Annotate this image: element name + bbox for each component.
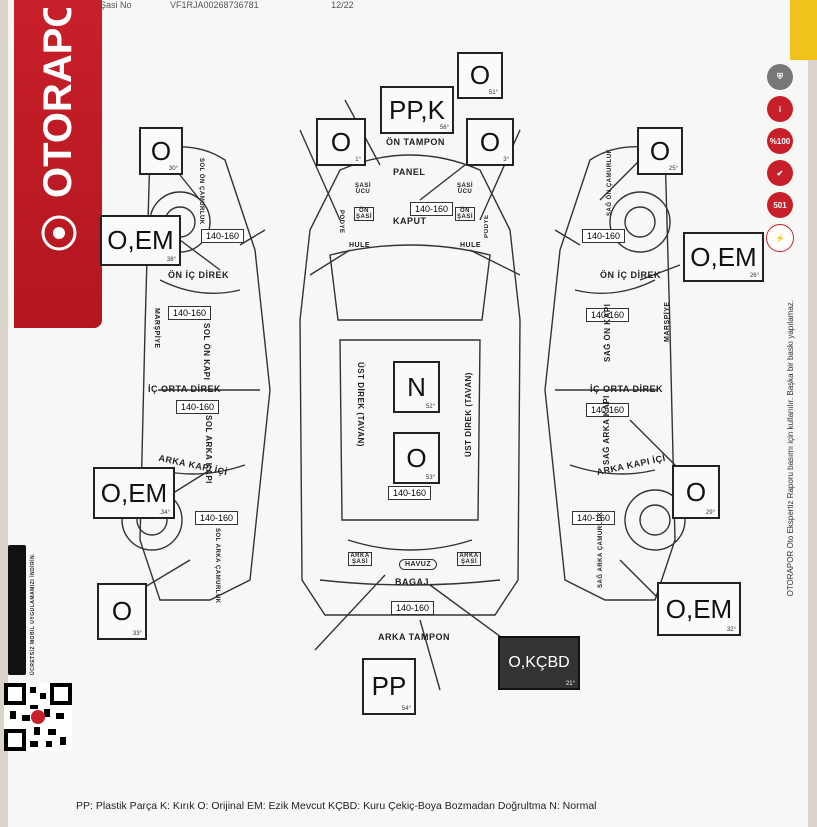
label-sol-arka-camurluk: SOL ARKA ÇAMURLUK [214, 528, 220, 604]
svg-text:OTORAPOR: OTORAPOR [36, 8, 80, 198]
thickness-range: 140-160 [391, 601, 435, 615]
thickness-range: 140-160 [176, 400, 220, 414]
label-arka-sasi-right: ARKA ŞASİ [457, 552, 481, 566]
label-bagaj: BAGAJ [395, 577, 430, 587]
info-icon: i [767, 96, 793, 122]
label-podye-right: PODYE [484, 214, 490, 238]
thickness-range: 140-160 [388, 486, 432, 500]
thickness-range: 140-160 [586, 403, 630, 417]
shield-icon: ⛨ [767, 64, 793, 90]
label-arka-sasi-left: ARKA ŞASİ [348, 552, 372, 566]
thickness-range: 140-160 [195, 511, 239, 525]
sasi-value: VF1RJA00268736781 [170, 0, 259, 10]
label-on-ic-direk-left: ÖN İÇ DİREK [168, 270, 230, 280]
thickness-range: 140-160 [168, 306, 212, 320]
label-marspiye-right: MARŞPİYE [664, 301, 671, 342]
header: Şasi No VF1RJA00268736781 12/22 [100, 0, 354, 10]
label-sag-arka-kapi: SAĞ ARKA KAPI [602, 395, 611, 465]
label-sasi-ucu-left: ŞASİ UCU [354, 183, 371, 195]
thickness-range: 140-160 [410, 202, 454, 216]
label-hule-right: HULE [460, 242, 482, 249]
top-code: 12/22 [331, 0, 354, 10]
label-on-sasi-left: ÖN ŞASİ [354, 207, 374, 221]
label-ust-direk-left: ÜST DİREK (TAVAN) [356, 362, 365, 447]
label-ic-orta-direk-right: İÇ ORTA DİREK [590, 384, 663, 394]
count-badge: 501 [767, 192, 793, 218]
label-on-ic-direk-right: ÖN İÇ DİREK [600, 270, 662, 280]
label-on-tampon: ÖN TAMPON [386, 137, 445, 147]
label-sol-arka-kapi: SOL ARKA KAPI [204, 415, 213, 484]
bolt-icon: ⚡ [766, 224, 794, 252]
label-sasi-ucu-right: ŞASİ UCU [456, 183, 473, 195]
label-ic-orta-direk-left: İÇ ORTA DİREK [148, 384, 221, 394]
label-havuz: HAVUZ [399, 559, 438, 570]
brand-band [14, 0, 102, 328]
sasi-label: Şasi No [100, 0, 132, 10]
label-arka-tampon: ARKA TAMPON [378, 632, 450, 642]
thickness-range: 140-160 [582, 229, 626, 243]
thickness-range: 140-160 [572, 511, 616, 525]
thickness-range: 140-160 [586, 308, 630, 322]
check-icon: ✔ [767, 160, 793, 186]
qr-code[interactable] [4, 683, 72, 751]
app-store-badges[interactable] [8, 545, 26, 675]
brand-logo: OTORAPOR [25, 0, 93, 308]
legend: PP: Plastik Parça K: Kırık O: Orijinal E… [76, 800, 597, 812]
yellow-corner [790, 0, 817, 60]
badge-column: ⛨ i %100 ✔ 501 ⚡ [760, 58, 800, 258]
label-kaput: KAPUT [393, 216, 427, 226]
stores-text: ÜCRETSİZ MOBİL UYGULAMAMIZI İNDİRİN. [30, 552, 36, 675]
label-podye-left: PODYE [338, 210, 344, 234]
side-notice: OTORAPOR Oto Ekspertiz Raporu basımı içi… [786, 300, 795, 597]
label-sag-arka-camurluk: SAĞ ARKA ÇAMURLUK [598, 511, 604, 588]
part-box: O,EM.34° [93, 467, 175, 519]
thickness-range: 140-160 [201, 229, 245, 243]
label-marspiye-left: MARŞPİYE [153, 308, 160, 349]
label-on-sasi-right: ÖN ŞASİ [455, 207, 475, 221]
label-hule-left: HULE [349, 242, 371, 249]
percent-badge: %100 [767, 128, 793, 154]
label-sag-on-camurluk: SAĞ ÖN ÇAMURLUK [607, 148, 613, 217]
label-panel: PANEL [393, 167, 426, 177]
label-sol-on-camurluk: SOL ÖN ÇAMURLUK [198, 158, 204, 225]
label-sag-on-kapi: SAĞ ÖN KAPI [603, 303, 612, 362]
label-ust-direk-right: ÜST DİREK (TAVAN) [464, 372, 473, 457]
label-sol-on-kapi: SOL ÖN KAPI [202, 323, 211, 381]
